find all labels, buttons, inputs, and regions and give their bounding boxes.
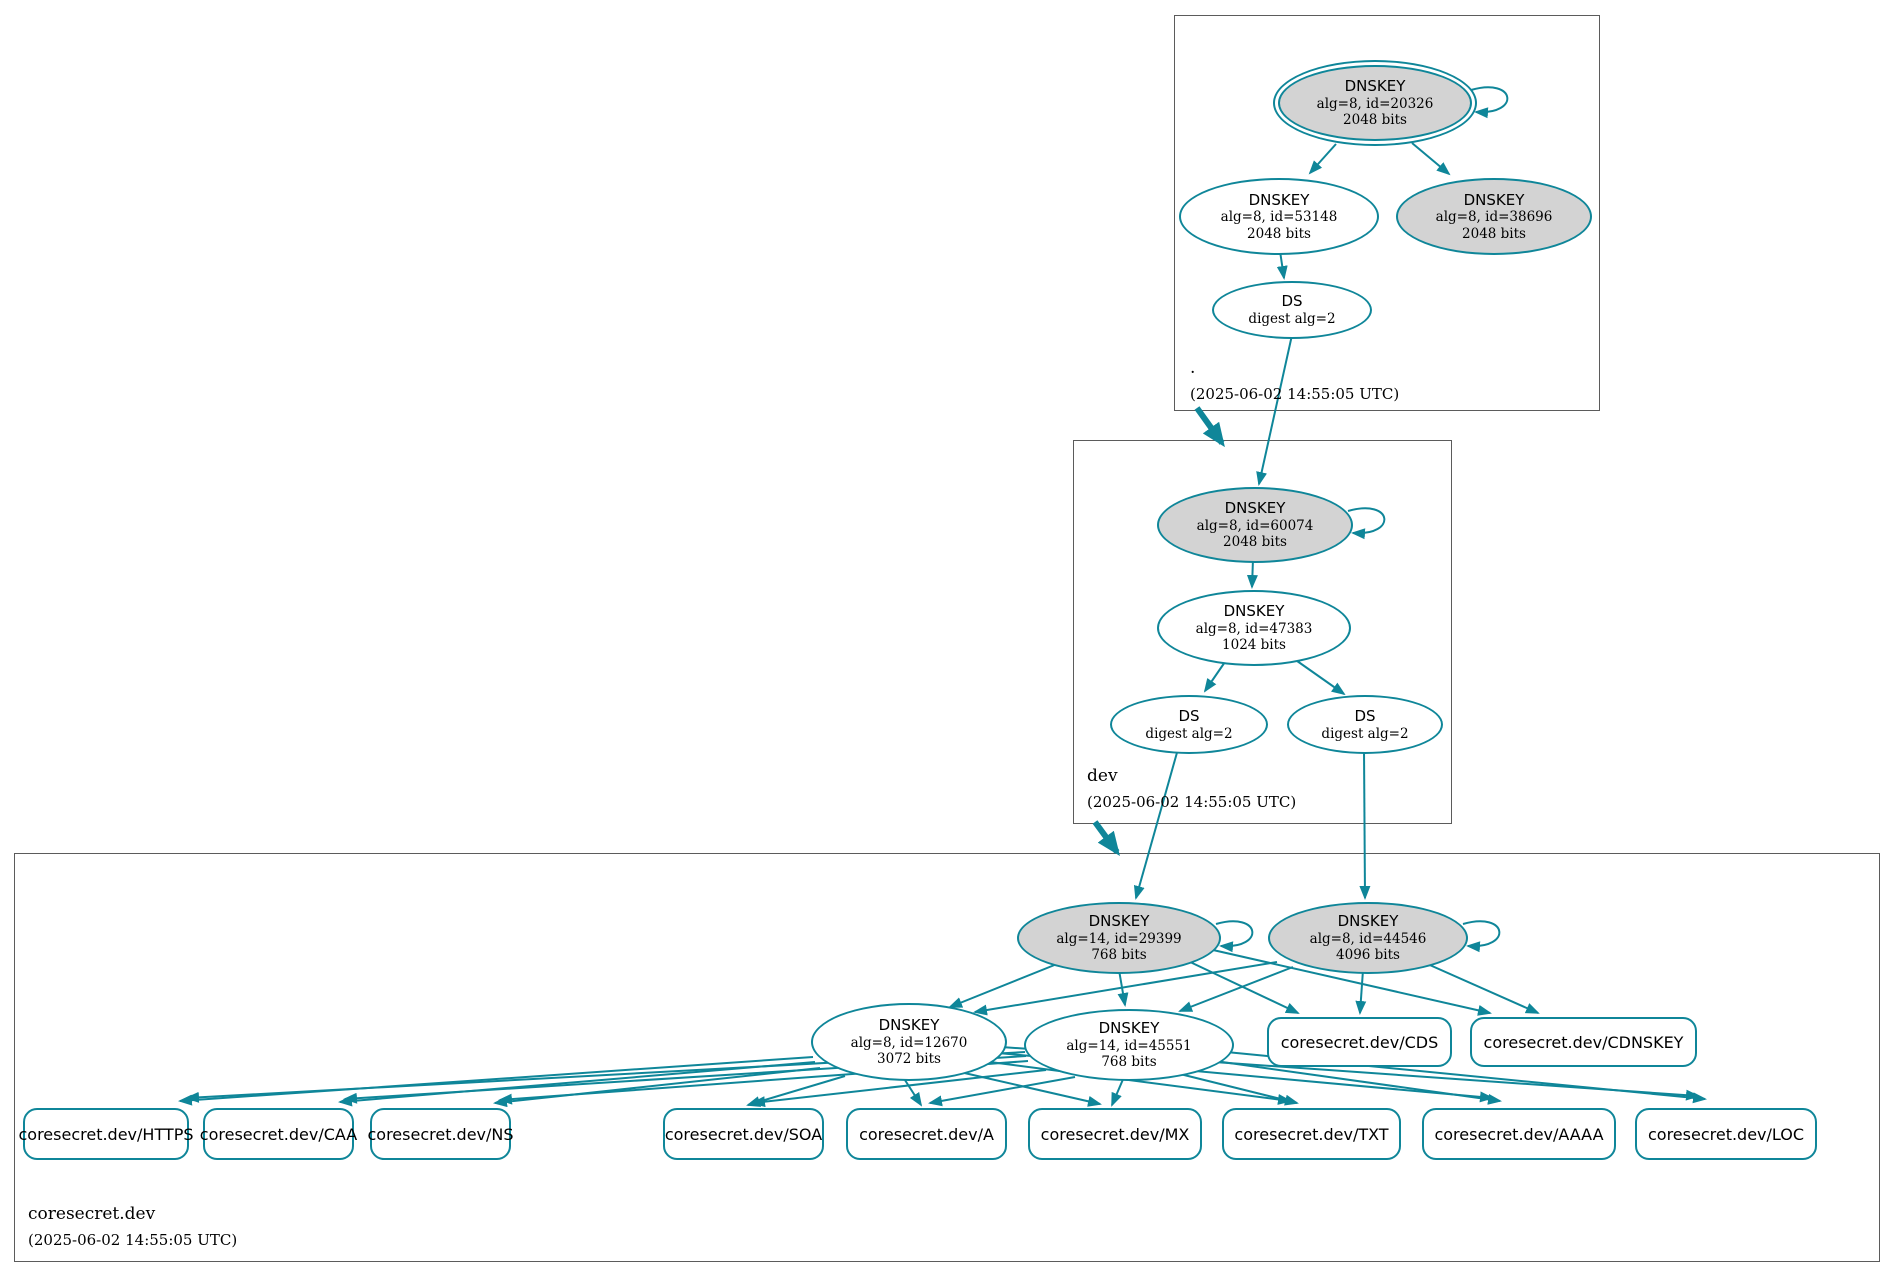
node-title: DNSKEY [1223, 602, 1285, 621]
node-bits: 2048 bits [1247, 225, 1311, 242]
zone-name: dev [1087, 766, 1118, 786]
rrset-coresecret-dev-a: coresecret.dev/A [846, 1108, 1007, 1160]
zone-box-coresecret-dev [14, 853, 1880, 1262]
dnskey-node-root-ksk-20326: DNSKEY alg=8, id=20326 2048 bits [1278, 65, 1472, 141]
dnskey-node-cs-ksk-44546: DNSKEY alg=8, id=44546 4096 bits [1268, 902, 1468, 974]
node-bits: 2048 bits [1462, 225, 1526, 242]
node-title: DNSKEY [1088, 912, 1150, 931]
node-detail: alg=8, id=44546 [1309, 930, 1427, 947]
rrset-coresecret-dev-loc: coresecret.dev/LOC [1635, 1108, 1817, 1160]
dnskey-node-root-zsk-53148: DNSKEY alg=8, id=53148 2048 bits [1179, 178, 1379, 255]
root-zone-edges [1256, 86, 1509, 486]
node-detail: alg=8, id=38696 [1435, 209, 1553, 226]
node-detail: alg=8, id=53148 [1220, 209, 1338, 226]
node-detail: digest alg=2 [1145, 725, 1233, 742]
dnskey-node-cs-zsk-12670: DNSKEY alg=8, id=12670 3072 bits [811, 1003, 1007, 1081]
zone-label-coresecret-dev: coresecret.dev (2025-06-02 14:55:05 UTC) [28, 1204, 237, 1249]
zone-box-root [1174, 15, 1600, 411]
ds-node-dev-right: DS digest alg=2 [1287, 695, 1443, 754]
zone-timestamp: (2025-06-02 14:55:05 UTC) [1190, 385, 1400, 403]
zone-name: coresecret.dev [28, 1204, 156, 1224]
node-title: DS [1281, 292, 1303, 311]
node-bits: 4096 bits [1336, 947, 1400, 964]
node-title: DNSKEY [1224, 499, 1286, 518]
node-title: DS [1178, 706, 1200, 725]
ds-node-root: DS digest alg=2 [1212, 281, 1372, 339]
dnskey-node-root-ksk-38696: DNSKEY alg=8, id=38696 2048 bits [1396, 178, 1592, 255]
node-title: DNSKEY [1463, 190, 1525, 209]
node-detail: digest alg=2 [1248, 311, 1336, 328]
dnskey-node-dev-ksk-60074: DNSKEY alg=8, id=60074 2048 bits [1157, 487, 1353, 563]
zone-label-dev: dev (2025-06-02 14:55:05 UTC) [1087, 766, 1296, 811]
coresecret-dnskey-edges [948, 920, 1540, 1016]
zone-timestamp: (2025-06-02 14:55:05 UTC) [1087, 793, 1297, 811]
node-title: DNSKEY [1098, 1019, 1160, 1038]
node-title: DNSKEY [1344, 77, 1406, 96]
node-detail: alg=8, id=12670 [850, 1034, 968, 1051]
node-title: DNSKEY [1337, 912, 1399, 931]
ds-node-dev-left: DS digest alg=2 [1110, 695, 1268, 754]
node-detail: alg=14, id=45551 [1066, 1037, 1192, 1054]
node-bits: 2048 bits [1223, 534, 1287, 551]
zone-label-root: . (2025-06-02 14:55:05 UTC) [1190, 358, 1399, 403]
rrset-coresecret-dev-cds: coresecret.dev/CDS [1267, 1017, 1452, 1067]
node-bits: 768 bits [1091, 947, 1147, 964]
node-title: DS [1354, 706, 1376, 725]
node-title: DNSKEY [1248, 190, 1310, 209]
node-bits: 1024 bits [1222, 637, 1286, 654]
node-title: DNSKEY [878, 1016, 940, 1035]
rrset-coresecret-dev-ns: coresecret.dev/NS [367, 1108, 514, 1160]
node-detail: alg=8, id=60074 [1196, 517, 1314, 534]
node-detail: alg=8, id=20326 [1316, 95, 1434, 112]
rrset-signing-edges [178, 1046, 1707, 1108]
dnskey-node-cs-zsk-45551: DNSKEY alg=14, id=45551 768 bits [1024, 1009, 1234, 1081]
node-bits: 768 bits [1101, 1054, 1157, 1071]
rrset-coresecret-dev-https: coresecret.dev/HTTPS [18, 1108, 194, 1160]
node-bits: 3072 bits [877, 1051, 941, 1068]
zone-delegation-arrows [1092, 406, 1225, 857]
node-detail: alg=8, id=47383 [1195, 620, 1313, 637]
rrset-coresecret-dev-soa: coresecret.dev/SOA [663, 1108, 824, 1160]
dnskey-node-cs-ksk-29399: DNSKEY alg=14, id=29399 768 bits [1017, 902, 1221, 974]
rrset-coresecret-dev-txt: coresecret.dev/TXT [1222, 1108, 1401, 1160]
rrset-coresecret-dev-caa: coresecret.dev/CAA [200, 1108, 357, 1160]
node-detail: alg=14, id=29399 [1056, 930, 1182, 947]
node-detail: digest alg=2 [1321, 725, 1409, 742]
rrset-coresecret-dev-aaaa: coresecret.dev/AAAA [1422, 1108, 1616, 1160]
rrset-coresecret-dev-cdnskey: coresecret.dev/CDNSKEY [1470, 1017, 1697, 1067]
node-bits: 2048 bits [1343, 112, 1407, 129]
rrset-coresecret-dev-mx: coresecret.dev/MX [1028, 1108, 1202, 1160]
zone-name: . [1190, 358, 1196, 378]
dev-zone-edges [1133, 507, 1386, 900]
zone-box-dev [1073, 440, 1452, 824]
dnskey-node-dev-zsk-47383: DNSKEY alg=8, id=47383 1024 bits [1157, 590, 1351, 666]
zone-timestamp: (2025-06-02 14:55:05 UTC) [28, 1231, 238, 1249]
